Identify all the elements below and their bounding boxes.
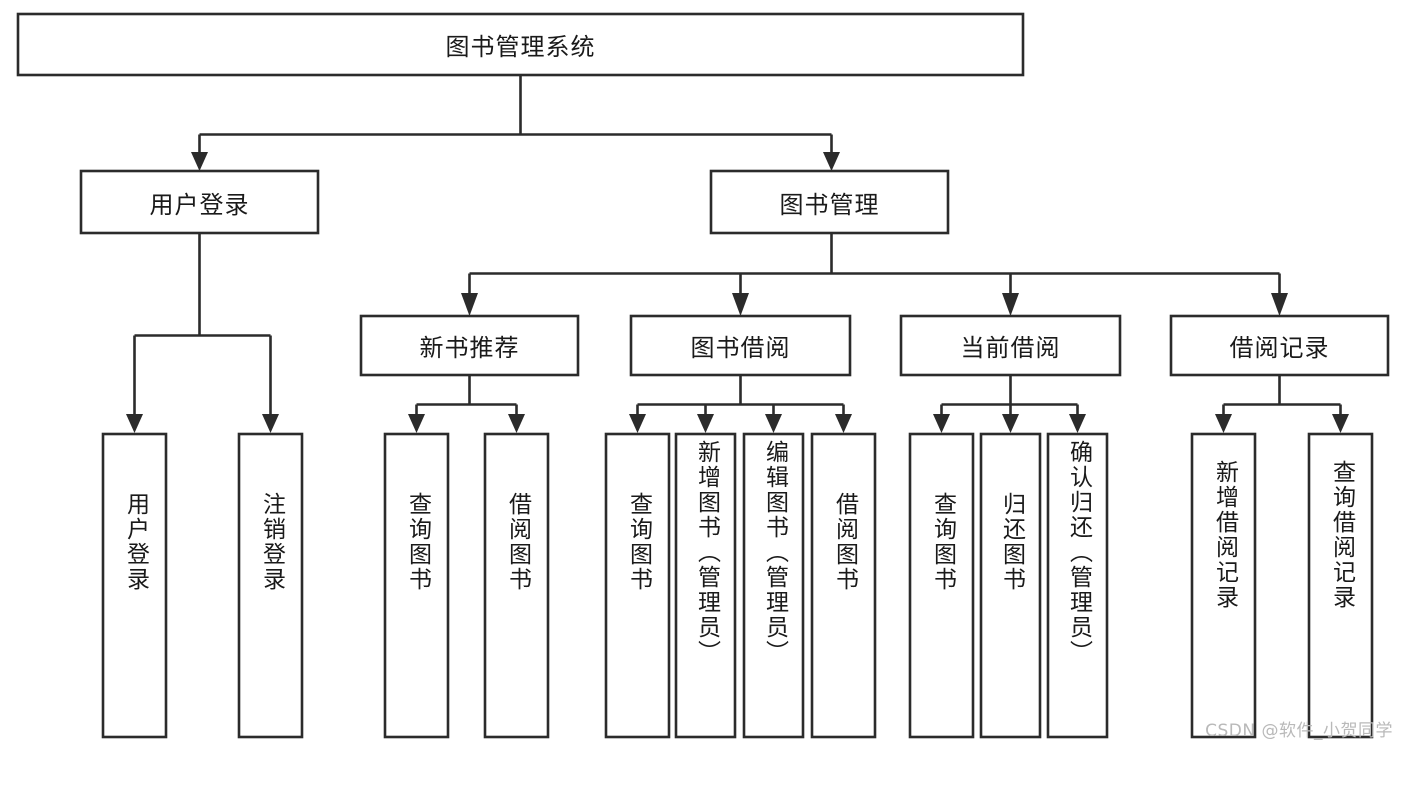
arrowhead-to-borrow-record xyxy=(1271,293,1288,316)
node-root-system[interactable] xyxy=(16,12,1025,77)
node-book-borrow[interactable] xyxy=(629,314,852,377)
edge-root-trunk xyxy=(198,76,833,156)
edge-current-borrow-trunk xyxy=(940,375,1079,418)
arrowhead-leaf-edit-book xyxy=(765,414,782,433)
arrowhead-leaf-query-record xyxy=(1332,414,1349,433)
diagram-canvas xyxy=(16,12,1390,739)
leaf-borrow-book-borrow[interactable] xyxy=(810,432,877,739)
leaf-logout-login[interactable] xyxy=(237,432,304,739)
connector-layer xyxy=(126,76,1349,433)
arrowhead-leaf-user-login xyxy=(126,414,143,433)
arrowhead-leaf-add-record xyxy=(1215,414,1232,433)
csdn-watermark: CSDN @软件_小贺同学 xyxy=(1205,721,1393,741)
arrowhead-leaf-add-book xyxy=(697,414,714,433)
arrowhead-to-book-borrow xyxy=(732,293,749,316)
leaf-query-book-current[interactable] xyxy=(908,432,975,739)
node-borrow-record[interactable] xyxy=(1169,314,1390,377)
arrowhead-leaf-logout xyxy=(262,414,279,433)
node-current-borrow[interactable] xyxy=(899,314,1122,377)
arrowhead-leaf-borrow-book-1 xyxy=(508,414,525,433)
edge-new-book-rec-trunk xyxy=(415,375,518,418)
leaf-query-borrow-record[interactable] xyxy=(1307,432,1374,739)
arrowhead-leaf-return-book xyxy=(1002,414,1019,433)
leaf-user-login[interactable] xyxy=(101,432,168,739)
node-layer xyxy=(16,12,1390,739)
arrowhead-leaf-confirm-return xyxy=(1069,414,1086,433)
functional-structure-diagram: 图书管理系统 用户登录 图书管理 新书推荐 图书借阅 当前借阅 借阅记录 用户登… xyxy=(16,12,1393,741)
edge-borrow-record-trunk xyxy=(1222,375,1342,418)
arrowhead-leaf-borrow-book-2 xyxy=(835,414,852,433)
leaf-add-book-admin[interactable] xyxy=(674,432,737,739)
arrowhead-to-new-book-rec xyxy=(461,293,478,316)
leaf-confirm-return-admin[interactable] xyxy=(1046,432,1109,739)
arrowhead-to-book-manage xyxy=(823,152,840,171)
node-new-book-recommend[interactable] xyxy=(359,314,580,377)
node-user-login[interactable] xyxy=(79,169,320,235)
edge-book-borrow-trunk xyxy=(636,375,845,418)
arrowhead-leaf-query-book-3 xyxy=(933,414,950,433)
node-book-management[interactable] xyxy=(709,169,950,235)
arrowhead-leaf-query-book-2 xyxy=(629,414,646,433)
leaf-query-book-recommend[interactable] xyxy=(383,432,450,739)
leaf-query-book-borrow[interactable] xyxy=(604,432,671,739)
leaf-borrow-book-recommend[interactable] xyxy=(483,432,550,739)
arrowhead-to-current-borrow xyxy=(1002,293,1019,316)
arrowhead-to-user-login xyxy=(191,152,208,171)
leaf-return-book[interactable] xyxy=(979,432,1042,739)
arrowhead-leaf-query-book-1 xyxy=(408,414,425,433)
leaf-add-borrow-record[interactable] xyxy=(1190,432,1257,739)
leaf-edit-book-admin[interactable] xyxy=(742,432,805,739)
edge-user-login-trunk xyxy=(133,233,272,418)
edge-book-manage-trunk xyxy=(468,233,1281,297)
